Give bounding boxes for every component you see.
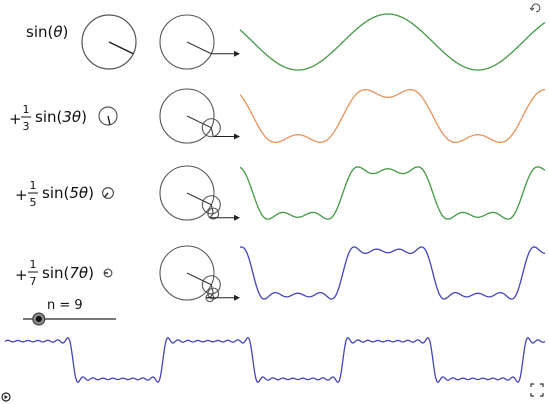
epicycle-arm-row4-k3 — [210, 284, 214, 294]
play-icon[interactable] — [1, 392, 11, 402]
term-label-1: sin(θ) — [26, 23, 68, 41]
refresh-icon[interactable] — [529, 3, 541, 13]
term-7-plus: + — [15, 266, 28, 284]
single-circle-1 — [81, 14, 137, 70]
term-3-numerator: 1 — [23, 103, 30, 116]
arrow-head-row1 — [234, 50, 240, 57]
term-3-denominator: 3 — [23, 120, 30, 133]
epicycle-arm-row1-k1 — [186, 41, 212, 55]
total-sum-wave-path — [4, 337, 546, 383]
term-label-7: + 1 7 sin(7θ) — [15, 258, 94, 288]
n-slider-label: n = 9 — [47, 298, 83, 313]
term-7-denominator: 7 — [30, 275, 37, 288]
single-circle-5 — [101, 187, 114, 200]
partial-sum-wave-2 — [239, 88, 546, 144]
total-sum-wave — [4, 337, 546, 383]
epicycle-row2-k3 — [201, 118, 221, 138]
epicycle-row1-k1 — [159, 14, 215, 70]
single-radius-3 — [107, 115, 111, 125]
arrow-head-row4 — [234, 294, 240, 301]
arrow-head-row2 — [234, 133, 240, 140]
svg-text:sin(θ): sin(θ) — [26, 23, 68, 41]
term-7-numerator: 1 — [30, 258, 37, 271]
single-term-circles — [81, 14, 137, 278]
svg-text:sin(7θ): sin(7θ) — [42, 264, 94, 282]
term-label-3: + 1 3 sin(3θ) — [9, 103, 87, 133]
term-3-close: ) — [81, 108, 87, 126]
term-7-close: ) — [88, 264, 94, 282]
partial-sum-wave-4 — [239, 246, 546, 300]
epicycle-arm-row4-k1 — [186, 272, 212, 286]
term-label-5: + 1 5 sin(5θ) — [15, 179, 94, 209]
term-5-numerator: 1 — [30, 179, 37, 192]
svg-text:sin(5θ): sin(5θ) — [42, 184, 94, 202]
term-3-arg: 3θ — [62, 108, 81, 126]
epicycle-chains — [159, 14, 240, 303]
term-1-close: ) — [63, 23, 69, 41]
epicycle-row4-k1 — [159, 245, 215, 301]
term-5-denominator: 5 — [30, 196, 37, 209]
term-5-plus: + — [15, 186, 28, 204]
epicycle-row3-k5 — [207, 207, 220, 220]
epicycle-arm-row3-k5 — [209, 213, 214, 219]
term-5-close: ) — [88, 184, 94, 202]
n-slider[interactable]: n = 9 — [23, 298, 116, 326]
epicycle-arm-row2-k1 — [186, 115, 212, 129]
term-7-func: sin( — [42, 264, 69, 282]
epicycle-arm-row2-k3 — [210, 127, 214, 137]
epicycle-row3-k3 — [201, 195, 221, 215]
term-1-arg: θ — [53, 23, 62, 41]
epicycle-arm-row3-k1 — [186, 192, 212, 206]
single-radius-5 — [104, 192, 109, 198]
epicycle-arm-row4-k5 — [209, 293, 214, 299]
arrow-head-row3 — [234, 214, 240, 221]
epicycle-row3-k1 — [159, 165, 215, 221]
single-circle-3 — [98, 106, 118, 126]
term-3-plus: + — [9, 110, 22, 128]
term-1-func: sin( — [26, 23, 53, 41]
term-3-func: sin( — [35, 108, 62, 126]
partial-sum-waves — [239, 13, 546, 300]
partial-sum-wave-1 — [239, 13, 546, 71]
n-slider-knob-center — [35, 316, 42, 322]
term-5-func: sin( — [42, 184, 69, 202]
single-radius-1 — [108, 41, 134, 55]
epicycle-row2-k1 — [159, 88, 215, 144]
term-7-arg: 7θ — [69, 264, 88, 282]
fullscreen-icon[interactable] — [530, 383, 544, 397]
partial-sum-wave-3 — [239, 166, 546, 220]
svg-text:sin(3θ): sin(3θ) — [35, 108, 87, 126]
epicycle-arm-row3-k3 — [210, 204, 214, 214]
term-5-arg: 5θ — [69, 184, 88, 202]
